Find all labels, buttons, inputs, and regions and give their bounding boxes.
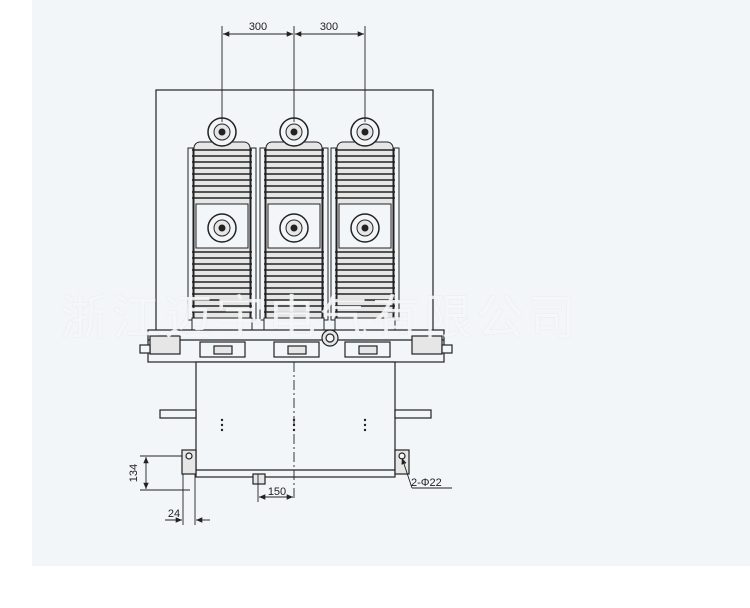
top-terminal-core	[218, 128, 226, 136]
dim-text-top-left: 300	[249, 21, 267, 33]
dim-text-top-right: 300	[320, 21, 338, 33]
pole-bracket-left	[330, 147, 337, 321]
pole-base	[191, 317, 253, 331]
poles-group	[187, 117, 400, 331]
insulator-collar	[338, 203, 392, 249]
pole-bracket-right	[322, 147, 329, 321]
pole-3	[330, 117, 400, 331]
dim-text-hole-note: 2-Φ22	[411, 477, 442, 489]
mid-terminal-core	[290, 224, 298, 232]
pole-1	[187, 117, 257, 331]
pole-base	[263, 317, 325, 331]
top-terminal-core	[290, 128, 298, 136]
dim-text-bottom-offset: 150	[268, 486, 286, 498]
pole-bracket-left	[259, 147, 266, 321]
pole-bracket-right	[250, 147, 257, 321]
dimension-lines	[140, 26, 452, 525]
top-terminal-core	[361, 128, 369, 136]
pole-2	[259, 117, 329, 331]
pole-base	[334, 317, 396, 331]
base-housing	[139, 329, 453, 363]
mid-terminal-core	[218, 224, 226, 232]
chassis	[159, 361, 432, 485]
pole-bracket-left	[187, 147, 194, 321]
dim-text-side-offset: 24	[168, 508, 180, 520]
pole-bracket-right	[393, 147, 400, 321]
mid-terminal-core	[361, 224, 369, 232]
dim-text-side-height: 134	[128, 464, 140, 482]
